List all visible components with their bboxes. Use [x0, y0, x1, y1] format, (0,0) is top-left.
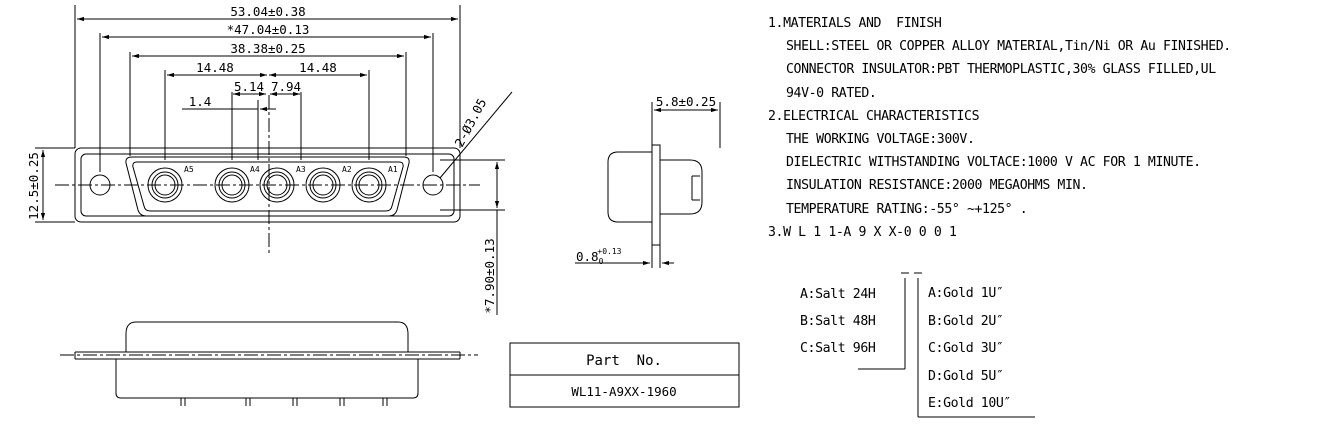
dielectric-note: DIELECTRIC WITHSTANDING VOLTACE:1000 V A… [786, 155, 1201, 171]
dim-offset-b: 5.14 [234, 79, 264, 94]
section-electrical-title: 2.ELECTRICAL CHARACTERISTICS [768, 108, 980, 124]
insulation-resistance-note: INSULATION RESISTANCE:2000 MEGAOHMS MIN. [786, 178, 1088, 194]
dim-left-pitch: 14.48 [196, 60, 234, 75]
gold-option: A:Gold 1U″ [928, 286, 1004, 301]
pin-label: A4 [250, 165, 260, 174]
pin-label: A3 [296, 165, 306, 174]
dim-overall-width: 53.04±0.38 [230, 4, 305, 19]
specification-notes: 1.MATERIALS AND FINISH SHELL:STEEL OR CO… [768, 12, 1318, 244]
insulator-material-note: CONNECTOR INSULATOR:PBT THERMOPLASTIC,30… [786, 62, 1216, 78]
pin-label: A2 [342, 165, 352, 174]
dim-right-pitch: 14.48 [299, 60, 337, 75]
salt-option: B:Salt 48H [800, 314, 876, 329]
part-number-header: Part No. [586, 353, 662, 369]
pin-label: A5 [184, 165, 194, 174]
dim-side-length: 5.8±0.25 [656, 94, 716, 109]
dim-flange-base: 0.8 [576, 249, 599, 264]
gold-option: B:Gold 2U″ [928, 314, 1004, 329]
dim-flange-tol-upper: +0.13 [597, 247, 621, 256]
pin-label: A1 [388, 165, 398, 174]
dim-offset-a: 1.4 [189, 94, 212, 109]
dim-flange-thickness: 0.80+0.13 [576, 247, 622, 266]
gold-option: C:Gold 3U″ [928, 341, 1004, 356]
gold-option: D:Gold 5U″ [928, 369, 1004, 384]
dim-mount-hole-pitch: *47.04±0.13 [227, 22, 310, 37]
dim-shell-width: 38.38±0.25 [230, 41, 305, 56]
flammability-rating-note: 94V-0 RATED. [786, 85, 877, 101]
part-number-value: WL11-A9XX-1960 [571, 384, 676, 399]
working-voltage-note: THE WORKING VOLTAGE:300V. [786, 131, 975, 147]
gold-option: E:Gold 10U″ [928, 396, 1011, 411]
order-code: 3.W L 1 1-A 9 X X-0 0 0 1 [768, 224, 957, 240]
dim-depth: *7.90±0.13 [482, 238, 497, 313]
dim-offset-c: 7.94 [271, 79, 301, 94]
salt-option: A:Salt 24H [800, 287, 876, 302]
dim-height: 12.5±0.25 [26, 152, 41, 220]
dim-flange-tol-lower: 0 [599, 257, 604, 266]
shell-material-note: SHELL:STEEL OR COPPER ALLOY MATERIAL,Tin… [786, 39, 1231, 55]
section-materials-title: 1.MATERIALS AND FINISH [768, 16, 942, 31]
salt-option: C:Salt 96H [800, 341, 876, 356]
temperature-rating-note: TEMPERATURE RATING:-55° ~+125° . [786, 201, 1028, 217]
